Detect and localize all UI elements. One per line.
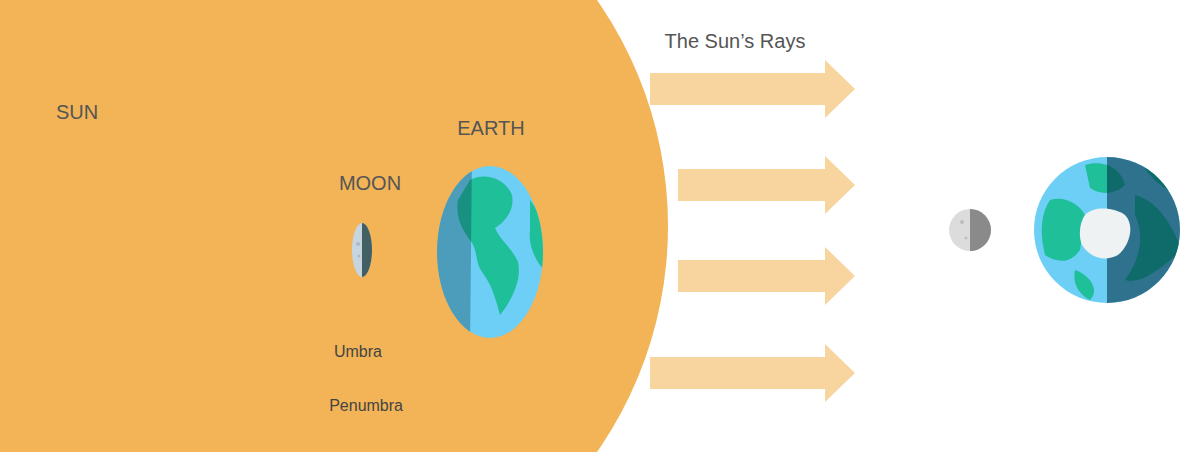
moon-shadow-side [362,223,372,277]
ray-arrow [650,344,855,402]
moon-crater [965,237,968,240]
ray-arrow [678,156,855,214]
ray-arrow [678,247,855,305]
ice-cap [1080,209,1130,259]
node-shape [431,116,551,340]
sun-rays-arrows [650,60,855,402]
earth-body: EARTH [431,116,551,340]
sun-ellipse [10,145,140,355]
earth-ocean [1034,157,1180,303]
penumbra-shade [362,150,472,350]
moon-crater [960,220,964,224]
continent [1042,199,1085,261]
body-name: EARTH [431,116,551,140]
moon-crater [356,242,360,246]
panel-title: The Sun’s Rays [665,30,806,52]
body-name: MOON [330,171,410,195]
umbra-label: Umbra [300,341,382,363]
moon-crater [358,255,361,258]
continent [1074,270,1094,300]
penumbra-label: Penumbra [300,395,403,417]
moon-ellipse [352,223,372,277]
panel-title: The Sun’s Rays [635,28,835,54]
ray-arrow [650,60,855,118]
node-shape [8,100,146,358]
moon-body: MOON [330,171,410,281]
penumbra-label: Penumbra [329,397,403,414]
earth-globe [1034,157,1182,303]
moon-phase [949,209,991,251]
umbra-label: Umbra [334,343,382,360]
sun-body: SUN [8,100,146,358]
sun-disc [0,0,668,452]
continent [530,200,546,270]
body-name: SUN [8,100,146,124]
moon-dark-half [970,209,991,251]
moon-lit-half [949,209,991,251]
